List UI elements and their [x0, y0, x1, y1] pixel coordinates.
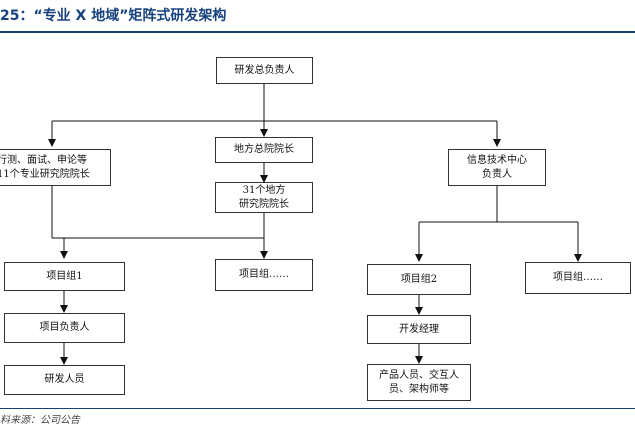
node-product-staff: 产品人员、交互人 员、架构师等 [367, 364, 471, 401]
node-project-group-1: 项目组1 [4, 262, 125, 291]
title-divider [0, 31, 635, 33]
source-note: 料来源：公司公告 [0, 415, 80, 426]
node-regional-31: 31个地方 研究院院长 [215, 182, 313, 213]
figure-title: 25：“专业 X 地域”矩阵式研发架构 [0, 8, 227, 24]
node-project-group-2: 项目组2 [367, 264, 471, 295]
node-project-lead: 项目负责人 [4, 313, 125, 343]
node-rd-head: 研发总负责人 [216, 57, 313, 84]
footer-divider [0, 408, 635, 409]
node-rd-staff: 研发人员 [4, 365, 125, 395]
node-dev-manager: 开发经理 [367, 315, 471, 344]
node-project-group-more-right: 项目组…… [525, 262, 631, 294]
node-regional-director: 地方总院院长 [215, 137, 313, 163]
node-project-group-more-left: 项目组…… [215, 259, 313, 291]
node-specialty-directors: 行测、面试、申论等 11个专业研究院院长 [0, 149, 111, 186]
node-it-center: 信息技术中心 负责人 [448, 149, 546, 186]
